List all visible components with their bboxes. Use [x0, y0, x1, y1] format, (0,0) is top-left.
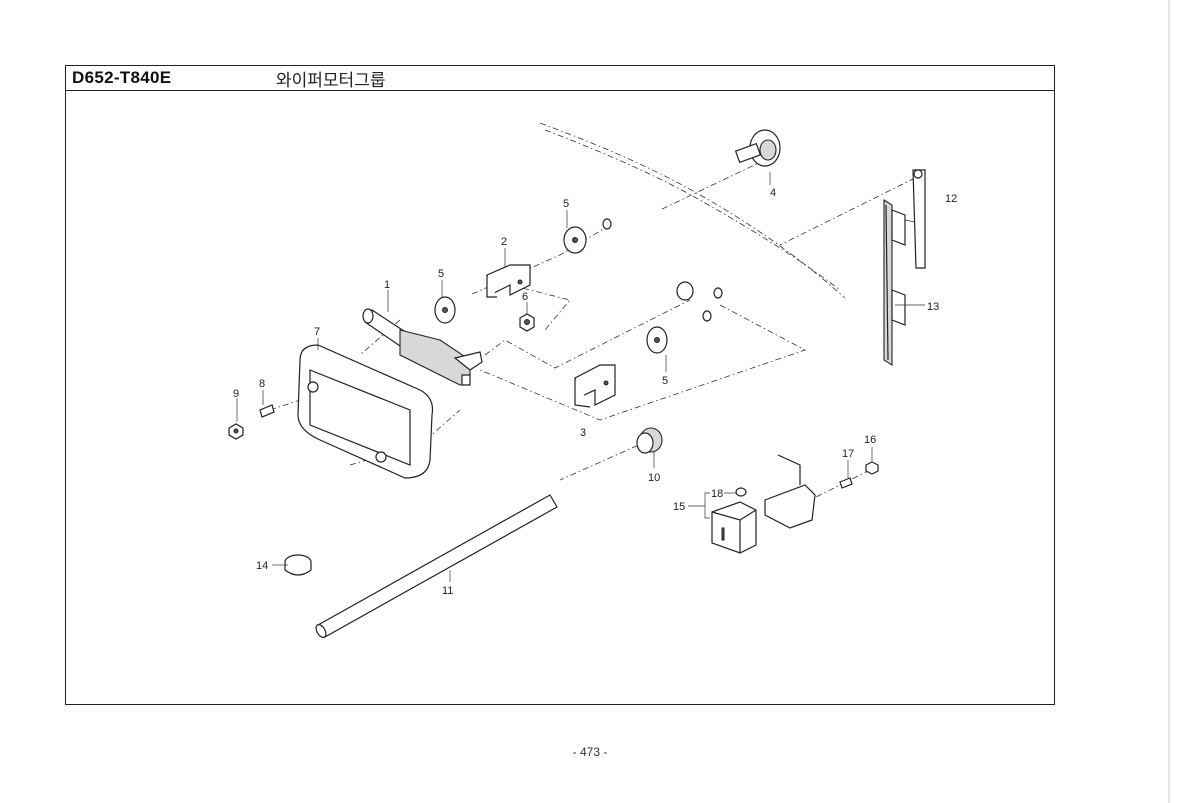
- callout-7: 7: [314, 326, 320, 338]
- part-6-nut: [519, 313, 535, 332]
- part-13-wiper-blade: [883, 199, 906, 366]
- assembly-line-12: [779, 177, 916, 246]
- part-4-grommet-bolt: [734, 129, 781, 167]
- callout-18: 18: [711, 488, 723, 500]
- part-5-washer-top: [563, 218, 612, 254]
- title-bar: D652-T840E 와이퍼모터그룹: [66, 66, 1054, 91]
- part-5-washer-left: [434, 296, 456, 324]
- windshield-edge-line-2: [544, 129, 841, 291]
- diagram-frame: D652-T840E 와이퍼모터그룹: [65, 65, 1055, 705]
- assembly-line-5b: [479, 304, 807, 421]
- assembly-line-8: [269, 399, 301, 411]
- assembly-line-10: [559, 439, 651, 481]
- part-9-bolt: [228, 423, 244, 440]
- callout-9: 9: [233, 388, 239, 400]
- assembly-line-1: [359, 319, 401, 356]
- part-11-rod: [315, 494, 558, 638]
- page-number: - 473 -: [572, 745, 608, 759]
- callout-8: 8: [259, 378, 265, 390]
- callout-1: 1: [384, 279, 390, 291]
- callout-6: 6: [522, 291, 528, 303]
- part-16-17-bracket: [764, 454, 879, 529]
- part-12-wiper-arm: [904, 169, 926, 269]
- assembly-line-2: [509, 284, 571, 331]
- callout-14: 14: [256, 560, 268, 572]
- part-group-title: 와이퍼모터그룹: [276, 71, 386, 91]
- callout-17: 17: [842, 448, 854, 460]
- callout-11: 11: [442, 585, 453, 597]
- callout-16: 16: [864, 434, 876, 446]
- part-8-screw: [259, 404, 275, 418]
- part-1-wiper-motor: [362, 308, 483, 386]
- callout-2: 2: [501, 236, 507, 248]
- assembly-line-4: [659, 159, 766, 211]
- part-14-grommet: [284, 554, 312, 576]
- callout-12: 12: [945, 193, 957, 205]
- assembly-line-16: [809, 469, 871, 501]
- part-5-washer-right: [646, 281, 723, 354]
- part-2-bracket: [486, 264, 531, 298]
- callout-5-right: 5: [662, 375, 668, 387]
- callout-15: 15: [673, 501, 685, 513]
- part-3-bracket: [574, 364, 616, 408]
- part-7-motor-cover: [297, 344, 434, 479]
- callout-5-top: 5: [563, 198, 569, 210]
- part-15-washer-tank: [711, 487, 757, 554]
- callout-10: 10: [648, 472, 660, 484]
- callout-4: 4: [770, 187, 776, 199]
- part-group-code: D652-T840E: [72, 68, 172, 87]
- windshield-edge-line: [539, 122, 846, 299]
- assembly-line-3: [484, 299, 691, 369]
- callout-5-left: 5: [438, 268, 444, 280]
- scan-edge-shadow: [1168, 0, 1170, 803]
- callout-13: 13: [927, 301, 939, 313]
- callout-3: 3: [580, 427, 586, 439]
- part-10-grommet: [636, 427, 663, 454]
